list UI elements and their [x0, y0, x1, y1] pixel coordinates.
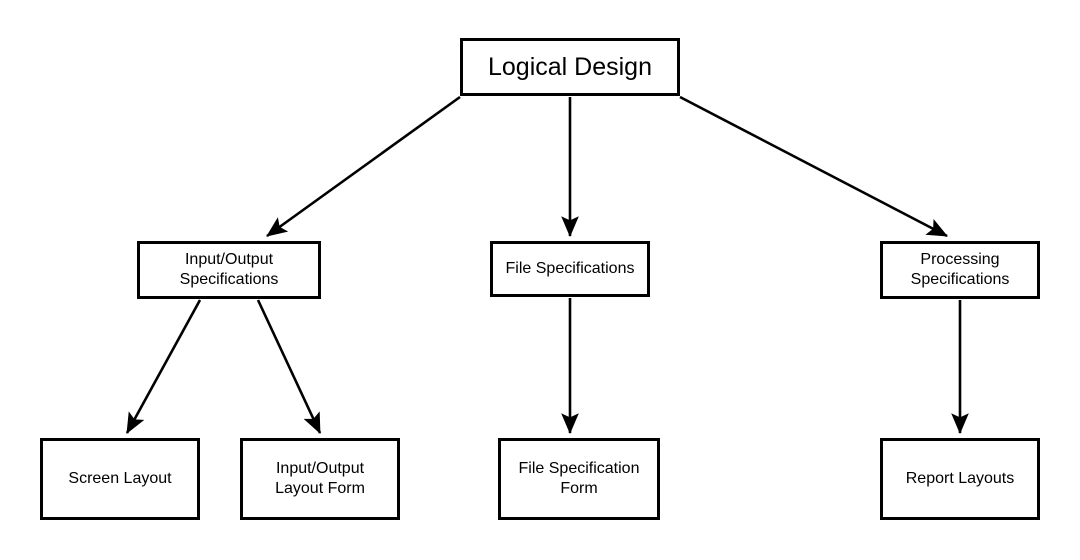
node-label-screen-layout: Screen Layout — [68, 469, 172, 487]
edge-input-output-specifications-to-input-output-layout-form — [256, 299, 322, 434]
node-input-output-specifications[interactable]: Input/Output Specifications — [137, 241, 321, 299]
node-file-specifications[interactable]: File Specifications — [490, 241, 650, 297]
node-file-specification-form[interactable]: File Specification Form — [498, 438, 660, 520]
node-label-input-output-layout-form: Input/Output Layout Form — [275, 459, 365, 497]
node-report-layouts[interactable]: Report Layouts — [880, 438, 1040, 520]
node-label-logical-design: Logical Design — [488, 53, 652, 81]
node-label-file-specification-form: File Specification Form — [518, 459, 640, 497]
node-screen-layout[interactable]: Screen Layout — [40, 438, 200, 520]
edge-logical-design-to-processing-specifications — [679, 95, 948, 238]
node-label-report-layouts: Report Layouts — [905, 469, 1015, 487]
edge-input-output-specifications-to-screen-layout — [125, 299, 202, 434]
node-label-input-output-specifications: Input/Output Specifications — [179, 250, 279, 288]
node-label-processing-specifications: Processing Specifications — [910, 250, 1010, 288]
node-processing-specifications[interactable]: Processing Specifications — [880, 241, 1040, 299]
node-logical-design[interactable]: Logical Design — [460, 38, 680, 96]
node-label-file-specifications: File Specifications — [505, 259, 635, 277]
edge-logical-design-to-input-output-specifications — [266, 95, 461, 238]
node-input-output-layout-form[interactable]: Input/Output Layout Form — [240, 438, 400, 520]
